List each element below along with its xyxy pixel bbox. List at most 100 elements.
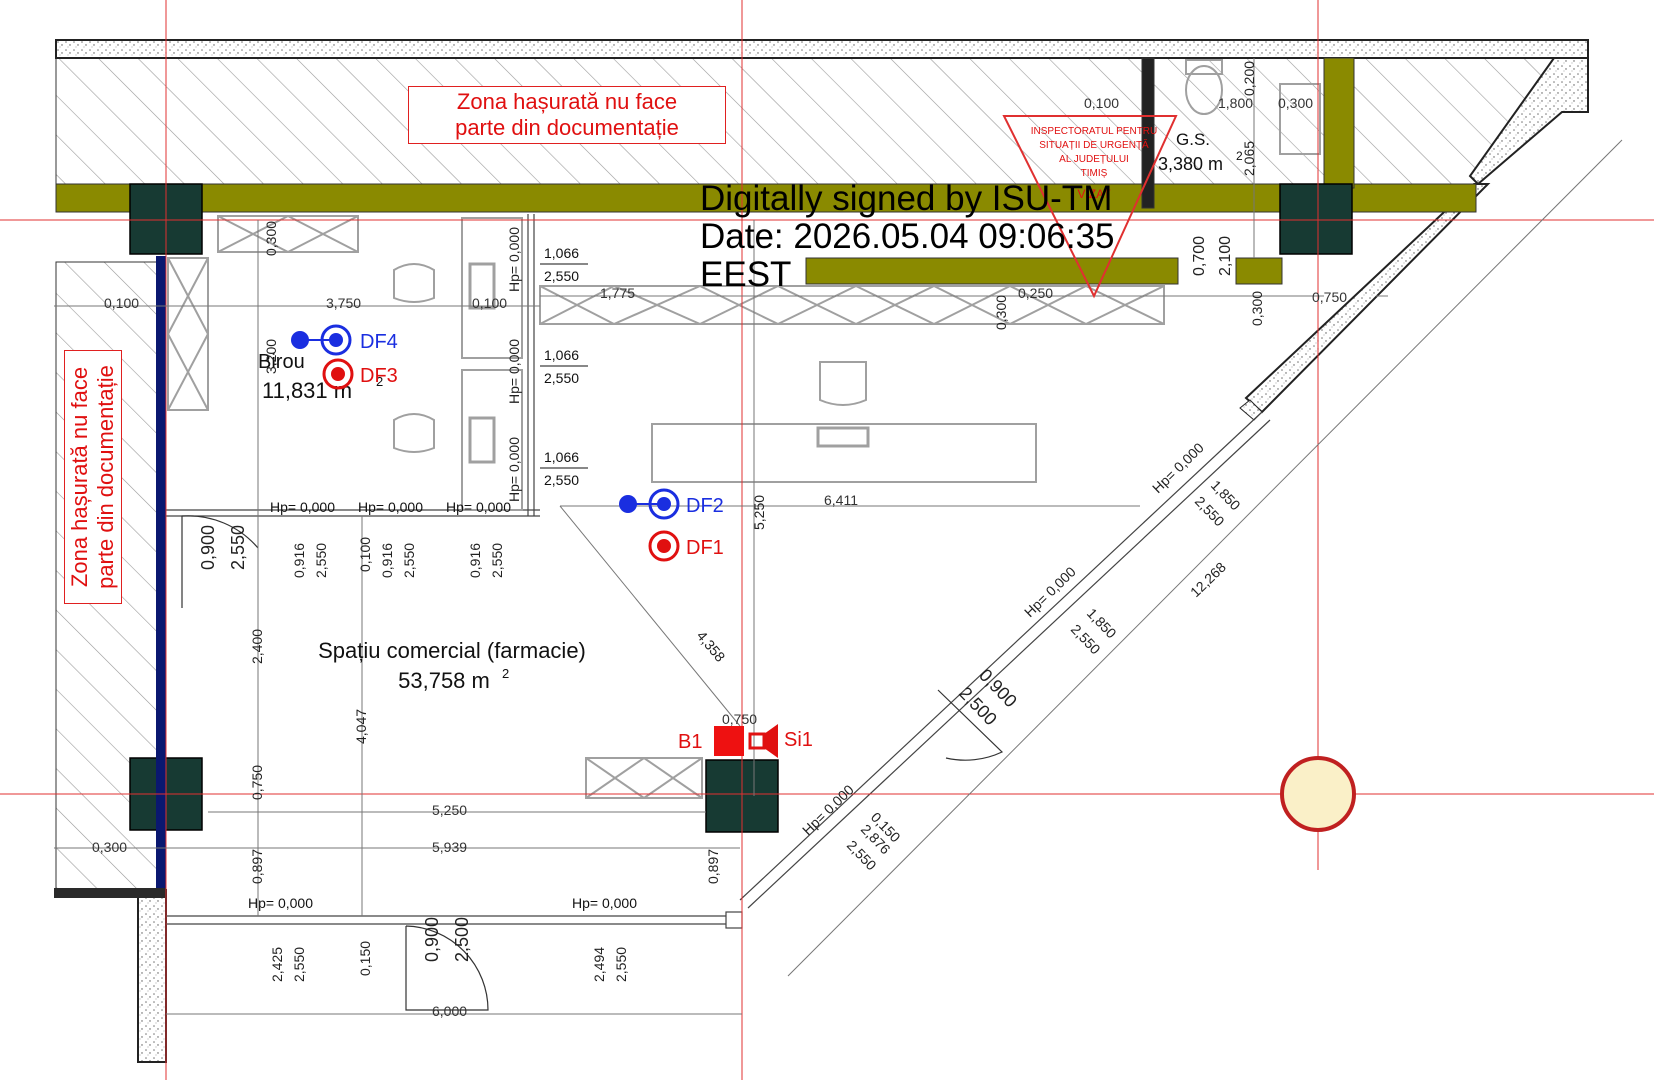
dim-text: 0,900 — [422, 917, 442, 962]
stamp-line5: VIZAT — [1077, 187, 1111, 201]
dim-text: 2,400 — [249, 629, 265, 664]
dim-text: 5,939 — [432, 839, 467, 855]
stamp-line4: TIMIȘ — [1081, 168, 1108, 179]
dim-text: 2,550 — [613, 947, 629, 982]
stamp-line3: AL JUDEȚULUI — [1059, 154, 1129, 165]
dim-text: 3,200 — [263, 339, 279, 374]
hp-text: Hp= 0,000 — [270, 499, 335, 515]
dim-text: 0,300 — [1249, 291, 1265, 326]
fire-devices: DF4 DF3 DF2 DF1 B1 Si1 — [291, 324, 813, 758]
dim-text: 0,916 — [467, 543, 483, 578]
dim-text: 5,250 — [432, 802, 467, 818]
dim-text: 0,100 — [472, 295, 507, 311]
hp-text: Hp= 0,000 — [506, 339, 522, 404]
dim-text: 1,800 — [1218, 95, 1253, 111]
dim-text: 1,775 — [600, 285, 635, 301]
dim-text: 3,750 — [326, 295, 361, 311]
dim-text: 2,100 — [1217, 236, 1234, 276]
signature-line3: EEST — [700, 255, 792, 294]
hp-text: Hp= 0,000 — [506, 227, 522, 292]
dim-text: 2,500 — [452, 917, 472, 962]
dim-text: 6,000 — [432, 1003, 467, 1019]
dim-text: 2,550 — [291, 947, 307, 982]
hp-text: Hp= 0,000 — [248, 895, 313, 911]
dim-text: 0,750 — [722, 711, 757, 727]
dim-text: 1,066 — [544, 245, 579, 261]
dim-text: 4,047 — [353, 709, 369, 744]
dim-text: 2,550 — [489, 543, 505, 578]
hp-text: Hp= 0,000 — [572, 895, 637, 911]
dim-text: 1,066 — [544, 449, 579, 465]
detector-df2: DF2 — [619, 488, 724, 520]
olive-walls — [55, 57, 1477, 285]
stamp-line2: SITUAȚII DE URGENȚĂ — [1039, 138, 1149, 151]
room-gs-sup: 2 — [1236, 149, 1243, 163]
dim-text: 0,750 — [249, 765, 265, 800]
si1-label: Si1 — [784, 729, 813, 751]
dim-text: 0,300 — [92, 839, 127, 855]
dim-text: 6,411 — [824, 492, 858, 508]
b1-label: B1 — [678, 731, 702, 753]
excluded-zone-note-left-line2: parte din documentație — [93, 365, 118, 589]
df2-label: DF2 — [686, 495, 724, 517]
dim-text: 0,300 — [263, 221, 279, 256]
isu-stamp: INSPECTORATUL PENTRU SITUAȚII DE URGENȚĂ… — [1002, 115, 1178, 299]
stamp-line1: INSPECTORATUL PENTRU — [1031, 126, 1158, 137]
room-birou-sup: 2 — [376, 374, 383, 389]
dim-text: 0,700 — [1191, 236, 1208, 276]
dim-text: 12,268 — [1187, 559, 1229, 600]
dimension-lines — [54, 58, 1623, 1015]
excluded-zone-note-top: Zona hașurată nu face parte din document… — [408, 86, 726, 144]
signature-line2: Date: 2026.05.04 09:06:35 — [700, 217, 1115, 256]
dim-text: 0,900 — [198, 525, 218, 570]
dim-text: 0,100 — [1084, 95, 1119, 111]
room-shop-name: Spațiu comercial (farmacie) — [318, 638, 586, 663]
dim-text: 5,250 — [751, 495, 767, 530]
dim-text: 2,550 — [544, 472, 579, 488]
dim-text: 0,897 — [249, 849, 265, 884]
dim-text: 2,550 — [228, 525, 248, 570]
detector-df1: DF1 — [648, 530, 724, 562]
dim-text: 4,358 — [694, 628, 729, 665]
detector-df3: DF3 — [322, 358, 398, 390]
dim-text: 1,066 — [544, 347, 579, 363]
dim-text: 0,750 — [1312, 289, 1347, 305]
dim-text: 0,916 — [379, 543, 395, 578]
dim-text: 2,065 — [1241, 141, 1257, 176]
partitions — [166, 214, 1271, 929]
excluded-zone-note-left-line1: Zona hașurată nu face — [67, 366, 92, 588]
detector-df4: DF4 — [291, 324, 398, 356]
df3-label: DF3 — [360, 365, 398, 387]
dim-text: 2,425 — [269, 947, 285, 982]
dim-text: 0,100 — [357, 537, 373, 572]
hp-text: Hp= 0,000 — [446, 499, 511, 515]
df1-label: DF1 — [686, 537, 724, 559]
excluded-zone-note-left: Zona hașurată nu face parte din document… — [64, 350, 122, 604]
df4-label: DF4 — [360, 331, 398, 353]
excluded-zone-note-line1: Zona hașurată nu face — [456, 89, 678, 114]
axis-bubble — [1280, 756, 1356, 832]
room-shop-sup: 2 — [502, 666, 509, 681]
room-gs-area: 3,380 m — [1158, 154, 1223, 174]
dimension-texts: 0,100 1,800 0,300 0,750 0,100 3,750 0,10… — [92, 95, 1347, 1019]
left-glazing — [156, 256, 166, 888]
dim-text: 2,550 — [544, 370, 579, 386]
vertical-dimension-texts: 0,200 2,065 0,700 2,100 0,300 0,300 0,30… — [198, 61, 1265, 982]
button-b1: B1 — [678, 726, 744, 756]
dim-text: 2,494 — [591, 947, 607, 982]
furniture — [167, 59, 1321, 799]
dim-text: 2,550 — [313, 543, 329, 578]
hp-text: Hp= 0,000 — [506, 437, 522, 502]
excluded-zone-note-line2: parte din documentație — [455, 115, 679, 140]
dim-text: 0,897 — [705, 849, 721, 884]
room-birou-area: 11,831 m — [262, 378, 352, 403]
room-birou-name: Birou — [258, 351, 305, 373]
room-shop-area: 53,758 m — [398, 668, 490, 693]
dim-text: 0,916 — [291, 543, 307, 578]
doors — [181, 515, 1004, 1011]
dim-text: 2,550 — [401, 543, 417, 578]
hp-text: Hp= 0,000 — [799, 781, 857, 838]
dim-text: 0,300 — [993, 295, 1009, 330]
dim-text: 2,550 — [544, 268, 579, 284]
